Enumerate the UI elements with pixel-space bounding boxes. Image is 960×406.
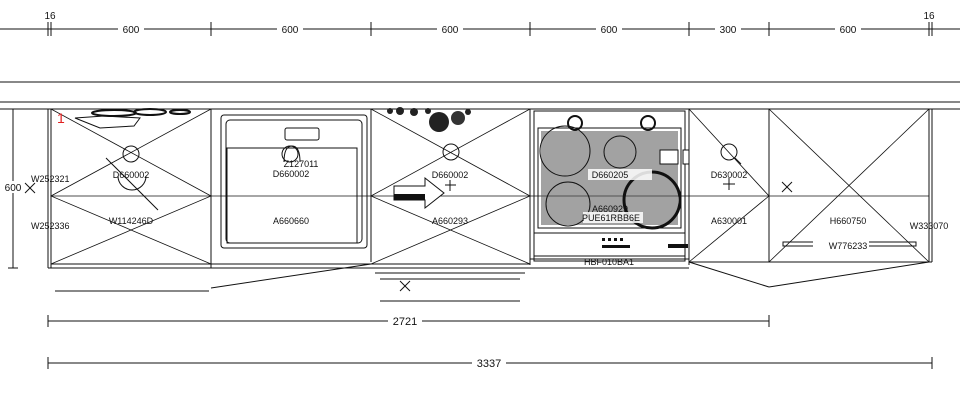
label-w114246d: W114246D [109, 216, 154, 226]
control-panel [602, 238, 688, 248]
label-a660929: A660929 [592, 204, 628, 214]
label-z127011: Z127011 [284, 159, 319, 169]
label-a630001: A630001 [711, 216, 747, 226]
dim-total-overall: 3337 [477, 358, 501, 370]
plus-icon [723, 178, 735, 190]
cabinet-2-sink: Z127011 D660002 A660660 [220, 114, 368, 249]
label-w252336: W252336 [31, 221, 70, 231]
pan-icon [74, 108, 191, 129]
knob-icon [281, 145, 299, 163]
dimension-2721: 2721 [47, 314, 770, 328]
dim-top-16-right: 16 [923, 11, 935, 22]
dim-top-600-5: 600 [840, 25, 857, 36]
label-w776233: W776233 [829, 241, 868, 251]
dim-top-600-4: 600 [601, 25, 618, 36]
label-pue61rbb6e: PUE61RBB6E [582, 213, 640, 223]
label-d630002: D630002 [711, 170, 748, 180]
label-d660002-c: D660002 [432, 170, 469, 180]
cabinet-4-oven: D660205 A660929 PUE61RBB6E HBF010BA1 [530, 110, 690, 267]
knob-icon [442, 143, 460, 161]
dim-top-300: 300 [720, 25, 737, 36]
arrow-icon [393, 176, 445, 210]
dim-height-600: 600 [5, 183, 22, 194]
dimension-3337: 3337 [47, 356, 933, 370]
position-marker: 1 [57, 110, 65, 126]
label-a660660: A660660 [273, 216, 309, 226]
cabinet-3: D660002 A660293 [387, 107, 471, 292]
cross-icon [399, 280, 411, 292]
cabinet-frames [47, 109, 933, 269]
dim-top-600-2: 600 [282, 25, 299, 36]
dim-top-600-1: 600 [123, 25, 140, 36]
label-a660293: A660293 [432, 216, 468, 226]
label-h660750: H660750 [830, 216, 867, 226]
cabinet-5: D630002 A630001 [711, 143, 748, 226]
dim-top-600-3: 600 [442, 25, 459, 36]
label-d660205: D660205 [592, 170, 629, 180]
knob-icon [122, 145, 140, 163]
plinth-lines [55, 261, 930, 302]
label-w333070: W333070 [910, 221, 949, 231]
cabinet-1: 1 W252321 W252336 D660002 W114246D [24, 108, 191, 231]
cabinet-6: H660750 W776233 W333070 [781, 181, 949, 251]
door-opening-lines [50, 108, 930, 265]
cross-icon [781, 181, 793, 193]
height-dimension: 600 [2, 108, 24, 269]
dish-rack-icon [387, 107, 471, 132]
label-d660002-b: D660002 [273, 169, 310, 179]
knob-icon [720, 143, 738, 161]
dim-total-base: 2721 [393, 316, 417, 328]
dim-top-16-left: 16 [44, 11, 56, 22]
cross-icon [24, 182, 36, 194]
label-w252321: W252321 [31, 174, 70, 184]
plus-icon [445, 180, 456, 191]
label-hbf010ba1: HBF010BA1 [584, 257, 634, 267]
label-d660002-a: D660002 [113, 170, 150, 180]
worktop [0, 81, 960, 110]
top-dimension-line: 16 600 600 600 600 300 600 16 [0, 11, 960, 36]
